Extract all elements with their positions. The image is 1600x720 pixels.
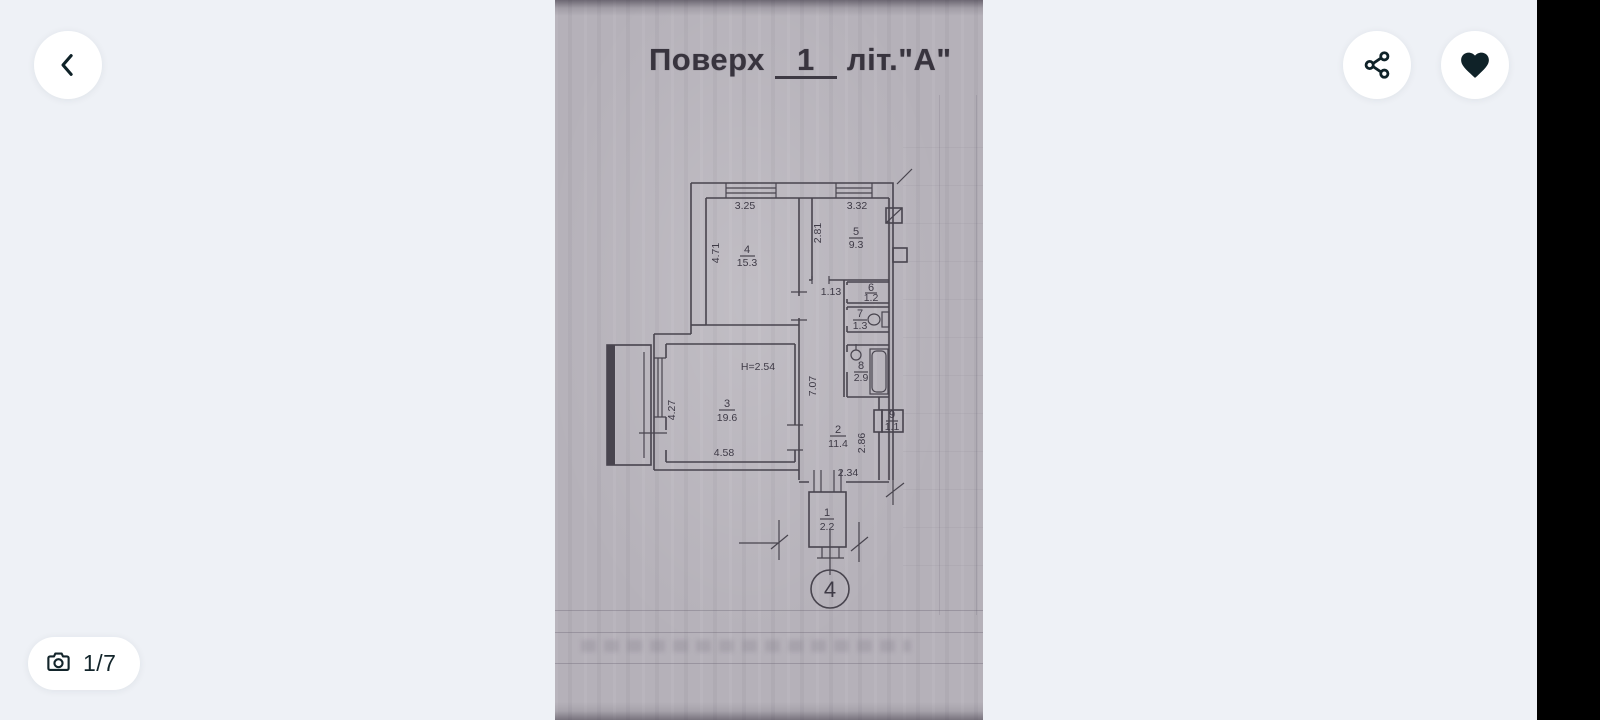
dim-niche: 1.13 [821,286,842,298]
floor-number: 1 [774,44,837,79]
height-note: H=2.54 [741,361,775,373]
dim-corridor-length: 7.07 [807,376,819,397]
room-1-number: 1 [824,507,830,519]
dim-hall-depth: 2.86 [856,433,868,454]
bleed-through-rows [903,110,983,600]
room-9-area: 1.1 [885,421,900,433]
share-icon [1361,49,1393,81]
dim-room5-depth: 2.81 [812,223,824,244]
dim-room3-depth: 4.27 [666,400,678,421]
dim-room4-depth: 4.71 [710,243,722,264]
dim-room4-width: 3.25 [735,200,756,212]
room-6-area: 1.2 [864,292,879,304]
dim-room3-width: 4.58 [714,447,735,459]
room-1-area: 2.2 [820,521,835,533]
camera-icon [45,648,72,680]
share-button[interactable] [1343,31,1411,99]
room-9-number: 9 [889,409,895,421]
dim-room5-width: 3.32 [847,200,868,212]
bleed-through-column [976,95,977,615]
heart-icon [1458,48,1492,82]
apartment-circle [810,569,850,609]
room-8-number: 8 [858,360,864,372]
screen-edge-bar [1537,0,1600,720]
document-title: Поверх 1 літ."А" [555,42,983,79]
room-7-area: 1.3 [853,320,868,332]
back-button[interactable] [34,31,102,99]
room-4-number: 4 [744,244,750,256]
room-2-area: 11.4 [828,438,848,450]
bleed-through-column [939,95,940,615]
favorite-button[interactable] [1441,31,1509,99]
room-8-area: 2.9 [854,372,869,384]
walls [606,168,913,575]
dim-hall-width: 2.34 [838,467,859,479]
room-3-area: 19.6 [717,412,738,424]
title-word: Поверх [649,42,765,77]
bleed-through-line [555,663,983,664]
room-4-area: 15.3 [737,257,758,269]
title-letter: літ."А" [846,42,952,77]
room-3-number: 3 [724,398,730,410]
photo-counter-label: 1/7 [83,650,117,676]
bleed-through-line [555,610,983,611]
floor-plan-photo[interactable]: Поверх 1 літ."А" [555,0,983,720]
room-7-number: 7 [857,308,863,320]
bleed-through-line [555,632,983,633]
apartment-number: 4 [824,577,836,602]
room-2-number: 2 [835,424,841,436]
floor-plan-drawing: 3.25 4.71 3.32 2.81 1.13 7.07 2.86 2.34 … [606,168,913,609]
room-5-number: 5 [853,226,859,238]
room-6-number: 6 [868,282,874,294]
fixtures [850,311,890,395]
chevron-left-icon [53,50,83,80]
room-5-area: 9.3 [849,239,864,251]
bleed-through-text [581,640,911,652]
photo-counter-badge[interactable]: 1/7 [28,637,140,690]
plan-labels: 3.25 4.71 3.32 2.81 1.13 7.07 2.86 2.34 … [666,200,900,609]
